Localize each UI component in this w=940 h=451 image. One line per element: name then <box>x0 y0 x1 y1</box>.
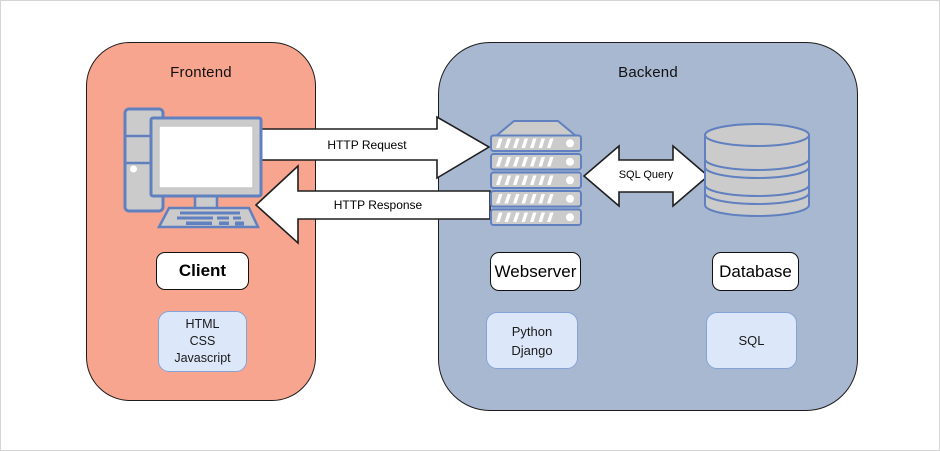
stack-line: HTML <box>185 317 220 331</box>
webserver-stack-box: Python Django <box>486 312 578 369</box>
database-badge: Database <box>712 252 799 291</box>
http-request-label: HTTP Request <box>327 138 407 152</box>
database-stack-box: SQL <box>706 312 797 369</box>
frontend-stack-box: HTML CSS Javascript <box>158 311 247 372</box>
desktop-computer-icon <box>123 107 263 229</box>
stack-line: Javascript <box>174 351 231 365</box>
backend-title: Backend <box>618 64 678 81</box>
stack-line: Python <box>511 323 553 339</box>
frontend-title: Frontend <box>170 64 232 81</box>
stack-line: SQL <box>738 333 765 348</box>
database-cylinder-icon <box>704 123 810 217</box>
webserver-badge: Webserver <box>490 252 581 291</box>
client-badge: Client <box>156 252 249 290</box>
http-response-label: HTTP Response <box>333 198 423 212</box>
stack-line: CSS <box>189 334 216 348</box>
server-rack-icon <box>490 120 582 226</box>
stack-line: Django <box>511 342 553 358</box>
sql-query-label: SQL Query <box>618 169 674 181</box>
